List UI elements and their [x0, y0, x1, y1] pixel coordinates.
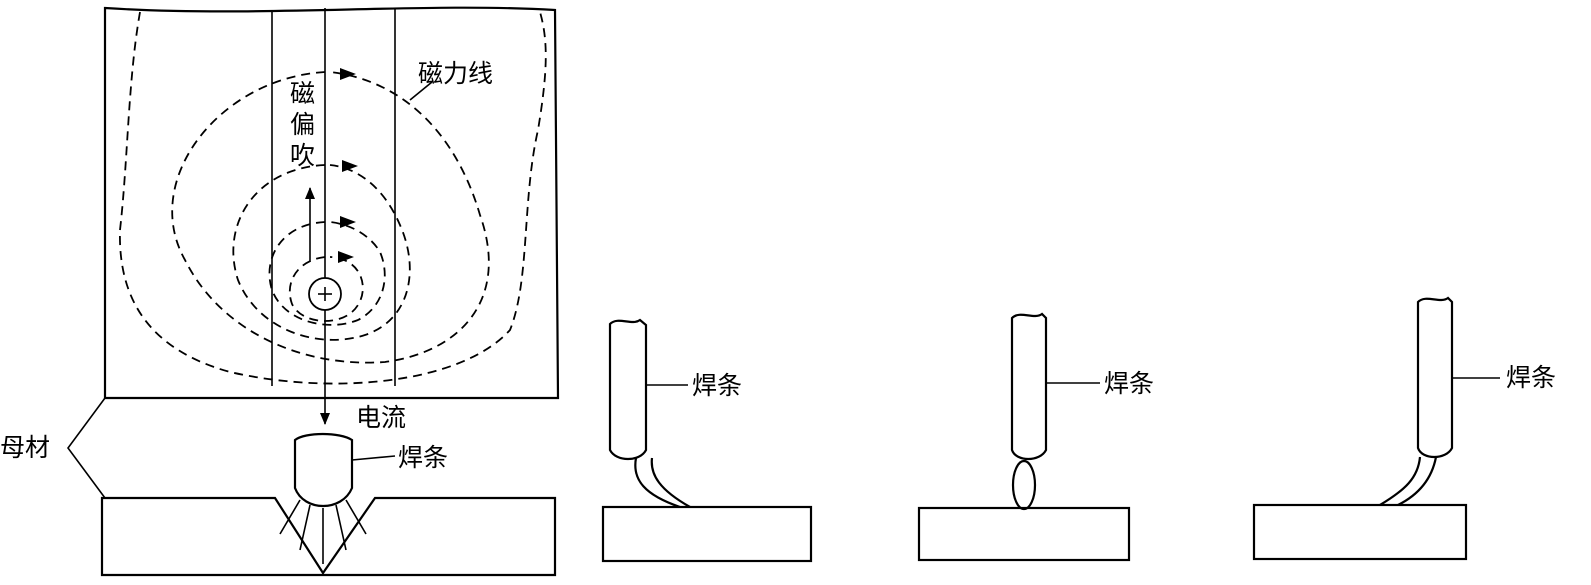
label-magnetic-blow: 磁偏吹: [290, 79, 315, 170]
label-magnetic-lines: 磁力线: [418, 59, 493, 88]
base-metal-bracket: [67, 397, 106, 499]
electrode-panel-3: 焊条: [917, 312, 1154, 562]
label-electrode-4: 焊条: [1506, 363, 1556, 392]
workpiece-2: [601, 505, 813, 563]
electrode-panel-2: 焊条: [601, 318, 813, 563]
arc-rays: [279, 499, 367, 564]
label-base-metal: 母材: [0, 433, 50, 462]
label-electrode-2: 焊条: [692, 371, 742, 400]
v-groove-workpiece: [100, 496, 557, 577]
electrode-panel-4: 焊条: [1252, 296, 1556, 561]
workpiece-4: [1252, 503, 1468, 561]
label-magnetic-blow-text: 磁偏吹: [290, 79, 315, 170]
label-current: 电流: [356, 403, 406, 432]
electrode-in-groove: [293, 432, 354, 508]
magnetic-field-lines: [119, 11, 547, 385]
workpiece-3: [917, 506, 1131, 562]
label-electrode-3: 焊条: [1104, 369, 1154, 398]
top-view-plate: [103, 6, 560, 400]
current-and-blow-arrows: [305, 8, 342, 425]
label-electrode-1: 焊条: [398, 443, 448, 472]
